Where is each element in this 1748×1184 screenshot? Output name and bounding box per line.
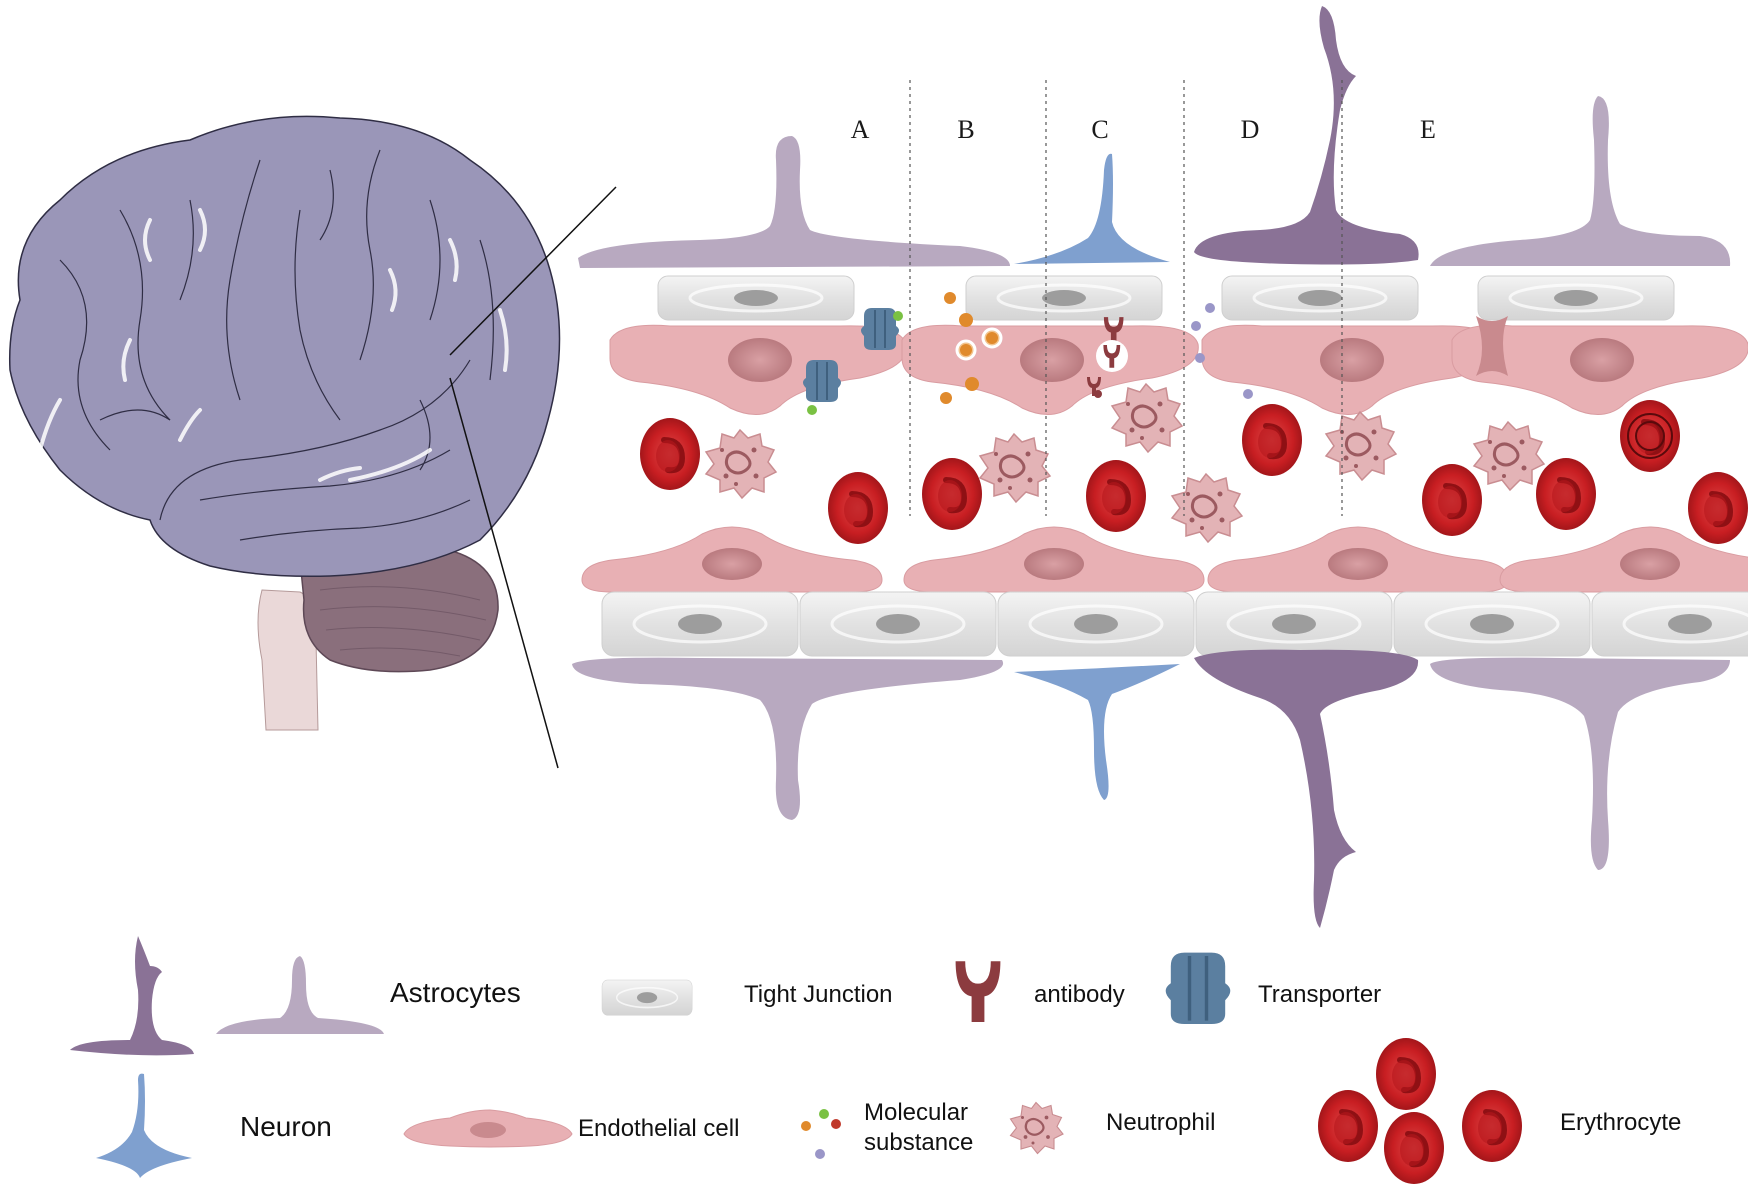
bbb-schematic: A B C D E — [572, 6, 1748, 928]
legend-neuron-label: Neuron — [240, 1111, 332, 1142]
legend-erythrocyte-label: Erythrocyte — [1560, 1109, 1681, 1136]
tight-junction-bot-5 — [1392, 590, 1592, 658]
legend-erythrocyte-icon — [1318, 1038, 1522, 1184]
erythrocyte — [1242, 404, 1302, 476]
erythrocyte — [1422, 464, 1482, 536]
legend-astrocyte-dark-icon — [70, 936, 194, 1056]
molecular-substances — [807, 292, 1253, 415]
endothelial-bot-3 — [1207, 526, 1509, 593]
astrocyte-bot-1 — [572, 657, 1004, 820]
tight-junction-bot-2 — [798, 590, 998, 658]
transporter — [802, 359, 842, 403]
astrocyte-bot-dark — [1194, 649, 1419, 928]
erythrocyte — [828, 472, 888, 544]
legend-transporter-label: Transporter — [1258, 981, 1381, 1008]
legend-molecular-label-1: Molecular — [864, 1099, 968, 1126]
legend-neutrophil-icon — [1009, 1101, 1065, 1155]
tight-junction-bot-1 — [600, 590, 800, 658]
panel-label-c: C — [1091, 115, 1108, 144]
erythrocyte — [1086, 460, 1146, 532]
legend-tight-junction-icon — [601, 979, 693, 1017]
erythrocyte — [922, 458, 982, 530]
tight-junction-top-1 — [656, 274, 856, 322]
astrocyte-bot-2 — [1430, 657, 1730, 870]
legend-molecular-icon — [801, 1109, 841, 1159]
neutrophil — [1170, 472, 1244, 544]
panel-dividers — [909, 80, 1343, 516]
disrupted-junction — [1476, 316, 1508, 376]
panel-label-b: B — [957, 115, 974, 144]
cerebrum — [8, 115, 561, 578]
neutrophil — [978, 432, 1052, 504]
legend-astrocytes-label: Astrocytes — [390, 977, 521, 1008]
tight-junction-top-2 — [964, 274, 1164, 322]
neuron-top — [1014, 153, 1170, 264]
legend-endothelial-nucleus — [470, 1122, 506, 1138]
legend-neutrophil-label: Neutrophil — [1106, 1109, 1215, 1136]
legend-astrocyte-light-icon — [216, 956, 384, 1034]
erythrocyte-ring — [1627, 413, 1673, 459]
legend-antibody-label: antibody — [1034, 981, 1125, 1008]
legend-molecular-label-2: substance — [864, 1129, 973, 1156]
panel-label-d: D — [1241, 115, 1260, 144]
legend-endothelial-label: Endothelial cell — [578, 1115, 739, 1142]
legend: Astrocytes Tight Junction antibody Trans… — [70, 936, 1681, 1184]
panel-label-a: A — [851, 115, 870, 144]
legend-transporter-icon — [1163, 950, 1233, 1026]
neutrophil — [1472, 420, 1546, 492]
neutrophil — [704, 428, 778, 500]
astrocyte-top-dark — [1194, 6, 1419, 265]
erythrocyte — [1688, 472, 1748, 544]
zoom-line-upper — [449, 186, 617, 356]
neuron-bot — [1014, 664, 1180, 800]
legend-tight-junction-label: Tight Junction — [744, 981, 893, 1008]
erythrocyte — [640, 418, 700, 490]
neutrophil — [1324, 410, 1398, 482]
erythrocyte — [1536, 458, 1596, 530]
astrocyte-top-2 — [1430, 96, 1731, 266]
zoom-line-lower — [449, 377, 559, 769]
tight-junction-top-4 — [1476, 274, 1676, 322]
tight-junction-bot-6 — [1590, 590, 1748, 658]
legend-neuron-icon — [96, 1073, 192, 1178]
legend-antibody-icon — [955, 961, 1001, 1022]
tight-junction-top-3 — [1220, 274, 1420, 322]
tight-junction-bot-3 — [996, 590, 1196, 658]
tight-junction-bot-4 — [1194, 590, 1394, 658]
neutrophil — [1110, 382, 1184, 454]
endothelial-top-1 — [609, 324, 907, 416]
brain-illustration — [8, 115, 617, 769]
panel-label-e: E — [1420, 115, 1436, 144]
astrocyte-top-1 — [578, 136, 1010, 268]
endothelial-bot-2 — [903, 526, 1205, 593]
endothelial-bot-1 — [581, 526, 883, 593]
